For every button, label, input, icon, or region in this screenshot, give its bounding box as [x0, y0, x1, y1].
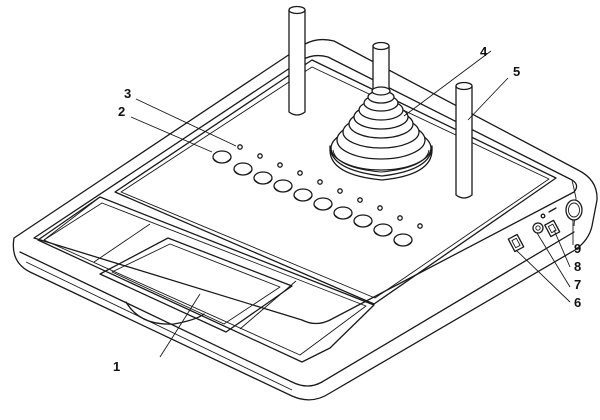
button[interactable] — [273, 179, 293, 193]
screen — [99, 237, 293, 333]
control-panel — [114, 59, 557, 305]
peg-right — [455, 81, 473, 199]
label-8: 8 — [574, 259, 581, 274]
power-jack[interactable] — [544, 219, 561, 238]
label-5: 5 — [513, 64, 520, 79]
panel-outline — [114, 59, 557, 305]
peg-center — [372, 41, 390, 101]
label-4: 4 — [480, 44, 488, 59]
leader-lines — [130, 50, 574, 358]
label-6: 6 — [574, 295, 581, 310]
side-ports — [507, 199, 583, 253]
pegs — [288, 5, 473, 199]
ring-stack — [329, 86, 433, 181]
screen-display — [111, 243, 281, 325]
label-1: 1 — [113, 359, 120, 374]
button[interactable] — [313, 197, 333, 211]
audio-jack[interactable] — [532, 222, 544, 234]
label-9: 9 — [574, 241, 581, 256]
top-surface-edge — [33, 54, 578, 325]
finger-notch — [125, 301, 205, 325]
button[interactable] — [293, 188, 313, 202]
device-body — [12, 38, 598, 401]
button[interactable] — [233, 162, 253, 176]
peg-left — [288, 5, 306, 116]
button-row — [212, 150, 413, 247]
label-7: 7 — [574, 277, 581, 292]
label-3: 3 — [124, 86, 131, 101]
button[interactable] — [373, 223, 393, 237]
button[interactable] — [253, 171, 273, 185]
button[interactable] — [333, 206, 353, 220]
screen-frame — [99, 237, 293, 333]
callout-labels: 1 2 3 4 5 6 7 8 9 — [113, 44, 581, 374]
usb-port[interactable] — [507, 233, 525, 253]
tray-outline — [37, 196, 375, 363]
label-2: 2 — [118, 104, 125, 119]
power-knob[interactable] — [565, 199, 583, 221]
status-led — [540, 213, 546, 219]
button[interactable] — [393, 233, 413, 247]
button[interactable] — [353, 214, 373, 228]
power-led — [548, 207, 557, 213]
base-outline — [12, 38, 598, 401]
front-rim — [19, 231, 575, 387]
indicator-lights — [237, 144, 423, 229]
button[interactable] — [212, 150, 232, 164]
